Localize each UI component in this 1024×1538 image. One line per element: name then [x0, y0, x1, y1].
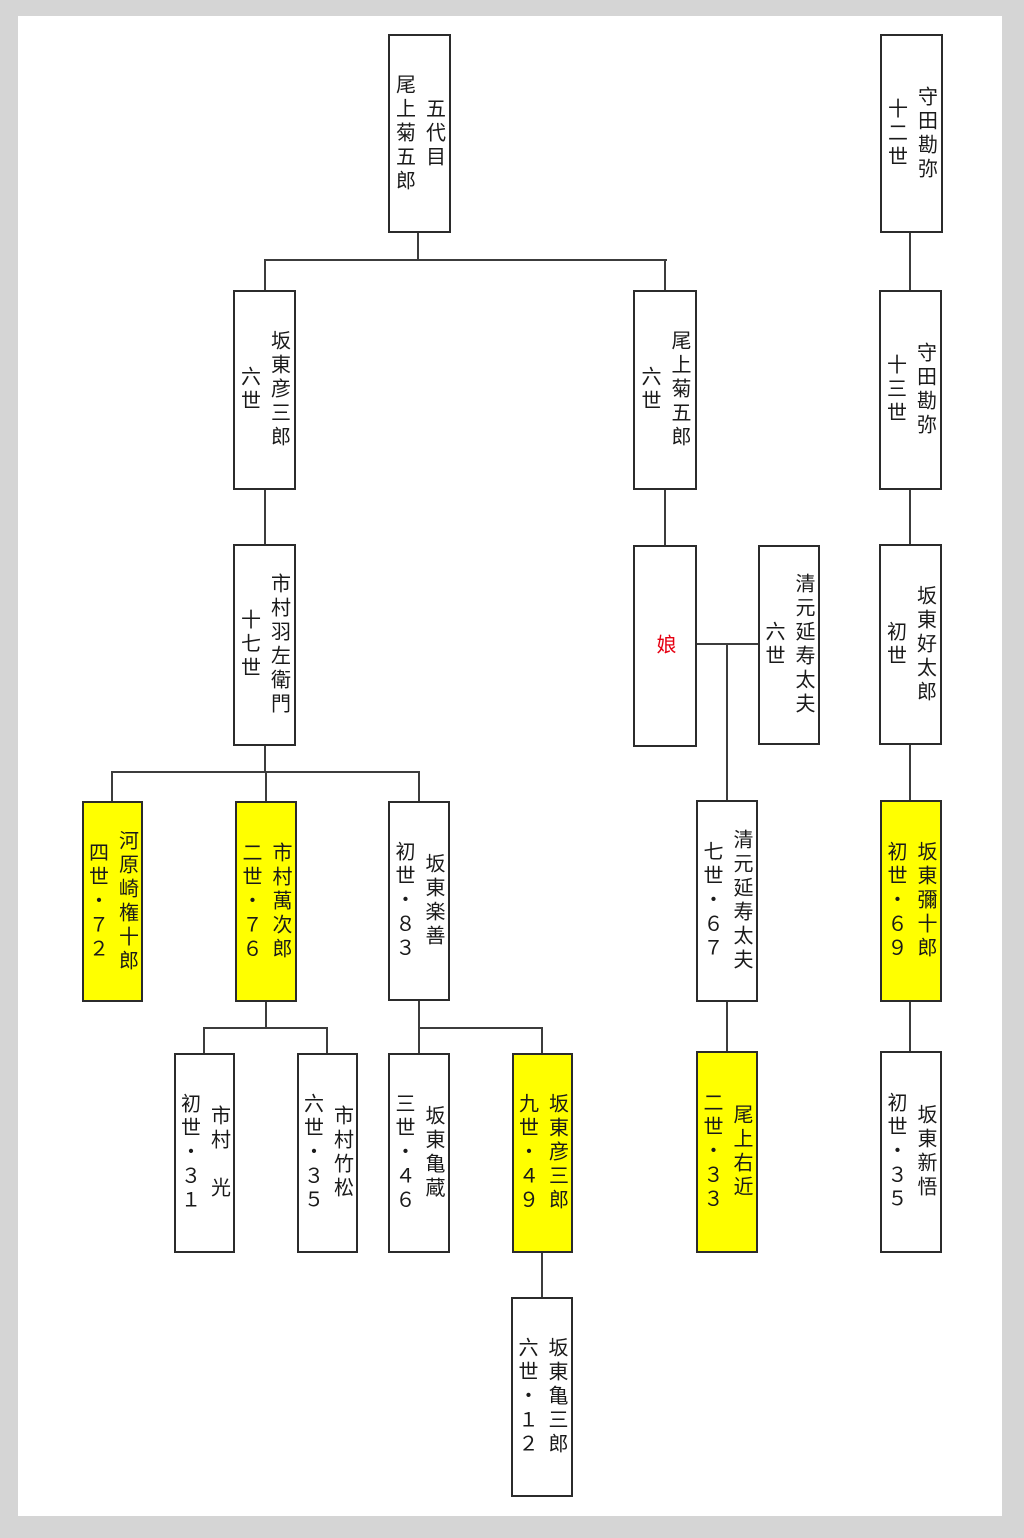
node-column-right: 坂東彦三郎	[545, 1093, 570, 1213]
node-column-right: 坂東彦三郎	[267, 330, 292, 450]
connector-line	[264, 746, 266, 773]
node-column-left: 六世	[762, 621, 786, 669]
node-kiyomoto-enjudayu-vi: 清元延寿太夫 六世	[758, 545, 820, 745]
connector-line	[326, 1027, 328, 1054]
connector-line	[541, 1027, 543, 1054]
node-ichimura-manjiro-ii: 市村萬次郎 二世・７６	[235, 801, 297, 1002]
node-column-left: 二世・７６	[239, 841, 263, 962]
node-column-right: 市村 光	[207, 1105, 232, 1201]
node-column-left: 十七世	[237, 609, 262, 681]
node-column-right: 坂東彌十郎	[914, 841, 938, 961]
node-column-left: 初世・８３	[392, 841, 416, 961]
connector-line	[726, 1002, 728, 1052]
connector-line	[909, 1002, 911, 1052]
connector-line	[418, 771, 420, 802]
node-column-right: 守田勘弥	[914, 85, 939, 182]
node-morita-kanya-xii: 守田勘弥 十二世	[880, 34, 943, 233]
node-column-left: 初世・３１	[177, 1093, 202, 1213]
node-column-left: 七世・６７	[700, 841, 724, 961]
connector-line	[726, 643, 728, 801]
node-bando-rakuzen-i: 坂東楽善 初世・８３	[388, 801, 450, 1001]
node-kawarasaki-gonjuro-iv: 河原崎権十郎 四世・７２	[82, 801, 143, 1002]
node-bando-hikosaburo-ix: 坂東彦三郎 九世・４９	[512, 1053, 573, 1253]
node-column-left: 三世・４６	[392, 1093, 416, 1213]
node-kiyomoto-enjudayu-vii: 清元延寿太夫 七世・６７	[696, 800, 758, 1002]
node-ichimura-uzaemon-xvii: 市村羽左衛門 十七世	[233, 544, 296, 746]
node-column-right: 清元延寿太夫	[730, 829, 754, 973]
connector-line	[265, 771, 267, 802]
connector-line	[418, 1027, 543, 1029]
node-column-right: 坂東好太郎	[913, 584, 938, 705]
node-ichimura-takematsu-vi: 市村竹松 六世・３５	[297, 1053, 358, 1253]
node-column-left: 六世・３５	[300, 1093, 325, 1213]
connector-line	[541, 1253, 543, 1298]
node-column-left: 二世・３３	[700, 1092, 724, 1212]
connector-line	[203, 1027, 328, 1029]
connector-line	[264, 490, 266, 545]
connector-line	[111, 771, 113, 802]
node-bando-shingo-i: 坂東新悟 初世・３５	[880, 1051, 942, 1253]
connector-line	[264, 259, 667, 261]
node-column-right: 坂東亀蔵	[422, 1105, 446, 1201]
node-column-left: 六世・１２	[515, 1337, 539, 1457]
node-column-left: 十二世	[884, 97, 909, 170]
connector-line	[664, 259, 666, 291]
connector-line	[909, 490, 911, 545]
node-bando-kamesaburo-vi: 坂東亀三郎 六世・１２	[511, 1297, 573, 1497]
node-column-left: 六世	[237, 366, 262, 414]
node-column-left: 十三世	[883, 354, 908, 426]
node-column-left: 初世	[883, 620, 908, 669]
node-column-right: 守田勘弥	[913, 342, 938, 438]
node-column-right: 坂東楽善	[422, 853, 446, 949]
node-bando-kotaro-i: 坂東好太郎 初世	[879, 544, 942, 745]
node-column-right: 市村竹松	[330, 1105, 355, 1201]
node-column-left: 尾上菊五郎	[392, 73, 417, 194]
node-column-right: 河原崎権十郎	[115, 829, 140, 974]
node-column-right: 市村萬次郎	[269, 841, 293, 962]
node-column-left: 九世・４９	[515, 1093, 540, 1213]
node-bando-yajuro-i: 坂東彌十郎 初世・６９	[880, 800, 942, 1002]
connector-line	[417, 233, 419, 261]
node-morita-kanya-xiii: 守田勘弥 十三世	[879, 290, 942, 490]
node-column-right: 尾上菊五郎	[668, 330, 692, 450]
connector-line	[264, 259, 266, 291]
node-column-right: 坂東亀三郎	[545, 1337, 569, 1457]
connector-line	[909, 745, 911, 801]
connector-line	[664, 490, 666, 546]
page-background	[18, 16, 1002, 1516]
node-column-right: 市村羽左衛門	[267, 573, 292, 717]
node-ichimura-hikaru-i: 市村 光 初世・３１	[174, 1053, 235, 1253]
node-column-right: 坂東新悟	[914, 1104, 938, 1200]
node-column-right: 五代目	[422, 97, 447, 170]
node-column-left: 四世・７２	[85, 841, 110, 962]
node-column-left: 初世・３５	[884, 1092, 908, 1212]
connector-line	[265, 1002, 267, 1029]
connector-line	[909, 233, 911, 291]
node-column-right: 尾上右近	[730, 1104, 754, 1200]
node-column-right: 娘	[653, 634, 677, 658]
node-column-right: 清元延寿太夫	[792, 573, 816, 717]
node-bando-hikosaburo-vi: 坂東彦三郎 六世	[233, 290, 296, 490]
node-column-left: 初世・６９	[884, 841, 908, 961]
node-bando-kamezo-iii: 坂東亀蔵 三世・４６	[388, 1053, 450, 1253]
node-onoe-ukon-ii: 尾上右近 二世・３３	[696, 1051, 758, 1253]
node-daughter: 娘	[633, 545, 697, 747]
connector-line	[203, 1027, 205, 1054]
node-onoe-kikugoro-v: 五代目 尾上菊五郎	[388, 34, 451, 233]
node-onoe-kikugoro-vi: 尾上菊五郎 六世	[633, 290, 697, 490]
node-column-left: 六世	[638, 366, 662, 414]
